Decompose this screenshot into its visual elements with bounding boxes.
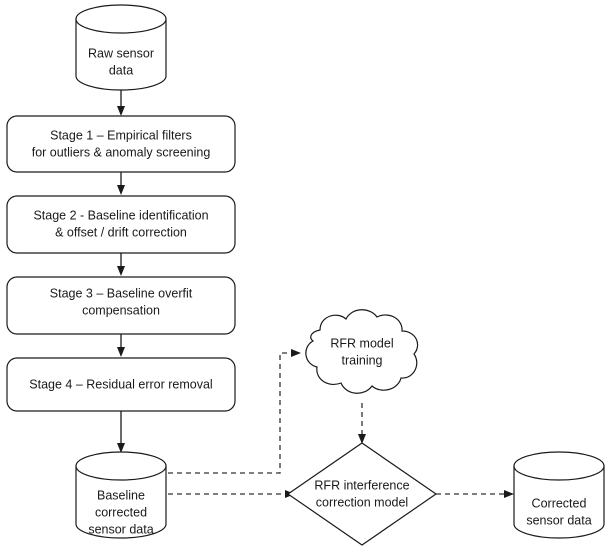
edge-stage3-to-stage4 [117, 334, 125, 357]
rfr-model-training-label-line2: training [342, 353, 383, 367]
edge-rfr-model-to-corrected-data [436, 490, 514, 498]
edge-stage2-to-stage3 [117, 253, 125, 276]
node-corrected-sensor-data[interactable]: Corrected sensor data [513, 451, 605, 539]
edge-stage1-to-stage2 [117, 172, 125, 195]
stage-3-label-line1: Stage 3 – Baseline overfit [50, 286, 193, 300]
baseline-corrected-label-line1: Baseline [97, 488, 145, 502]
stage-3-label-line2: compensation [82, 303, 160, 317]
node-stage-4[interactable]: Stage 4 – Residual error removal [6, 357, 236, 412]
rfr-model-label-line2: correction model [316, 495, 408, 509]
rfr-model-training-label-line1: RFR model [330, 336, 393, 350]
node-raw-sensor-data[interactable]: Raw sensor data [75, 4, 167, 91]
edge-stage4-to-baseline-corrected [117, 411, 125, 453]
node-stage-1[interactable]: Stage 1 – Empirical filters for outliers… [6, 115, 236, 173]
rfr-model-label-line1: RFR interference [314, 478, 409, 492]
node-baseline-corrected-sensor-data[interactable]: Baseline corrected sensor data [75, 451, 167, 539]
stage-1-label-line2: for outliers & anomaly screening [32, 145, 211, 159]
node-rfr-interference-correction-model[interactable]: RFR interference correction model [286, 442, 438, 546]
stage-4-label-line1: Stage 4 – Residual error removal [29, 377, 212, 391]
edge-rfr-training-to-rfr-model [358, 403, 366, 444]
node-stage-2[interactable]: Stage 2 - Baseline identification & offs… [6, 195, 236, 254]
baseline-corrected-label-line3: sensor data [88, 522, 153, 536]
stage-2-label-line2: & offset / drift correction [55, 225, 187, 239]
edge-baseline-corrected-to-rfr-model [168, 490, 295, 498]
raw-sensor-data-label-line1: Raw sensor [88, 46, 154, 60]
stage-1-label-line1: Stage 1 – Empirical filters [50, 128, 192, 142]
raw-sensor-data-label-line2: data [109, 63, 133, 77]
corrected-sensor-data-label-line2: sensor data [526, 513, 591, 527]
edge-raw-data-to-stage1 [117, 90, 125, 116]
node-rfr-model-training[interactable]: RFR model training [305, 309, 419, 394]
node-stage-3[interactable]: Stage 3 – Baseline overfit compensation [6, 276, 236, 335]
stage-2-label-line1: Stage 2 - Baseline identification [33, 208, 208, 222]
corrected-sensor-data-label-line1: Corrected [532, 496, 587, 510]
baseline-corrected-label-line2: corrected [95, 505, 147, 519]
edge-baseline-corrected-to-rfr-training [168, 349, 301, 474]
